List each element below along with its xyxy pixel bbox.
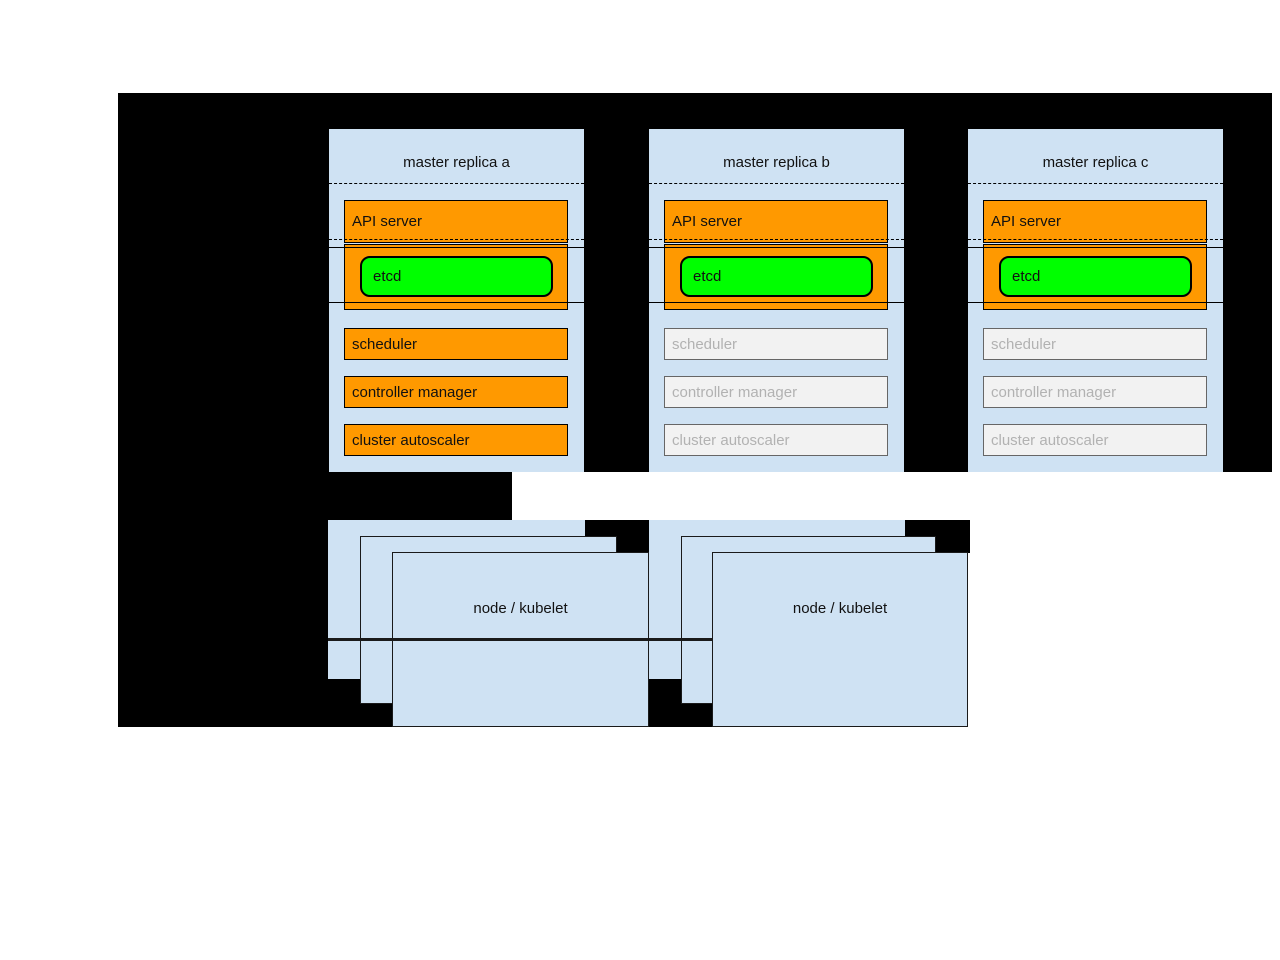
- node-kubelet-label: node / kubelet: [792, 600, 888, 617]
- node-divider-line: [328, 638, 713, 641]
- solid-divider: [329, 247, 584, 248]
- scheduler-box: scheduler: [344, 328, 568, 360]
- api-server-label: API server: [991, 213, 1062, 230]
- dashed-divider: [649, 183, 904, 184]
- solid-divider: [329, 302, 584, 303]
- cluster-autoscaler-label: cluster autoscaler: [672, 431, 790, 449]
- solid-divider: [968, 302, 1223, 303]
- dashed-divider: [968, 183, 1223, 184]
- master-replica-title: master replica b: [723, 154, 830, 171]
- api-server-label: API server: [352, 213, 423, 230]
- etcd-box: etcd: [680, 256, 873, 297]
- etcd-label: etcd: [1012, 268, 1041, 285]
- etcd-box: etcd: [999, 256, 1192, 297]
- dashed-divider: [329, 239, 584, 240]
- scheduler-box: scheduler: [983, 328, 1207, 360]
- api-server-box: API server: [664, 200, 888, 243]
- master-replica-b-panel: master replica b API server etcd schedul…: [649, 129, 904, 472]
- dashed-divider: [968, 239, 1223, 240]
- etcd-label: etcd: [373, 268, 402, 285]
- solid-divider: [968, 247, 1223, 248]
- cluster-autoscaler-label: cluster autoscaler: [991, 431, 1109, 449]
- dashed-divider: [329, 183, 584, 184]
- etcd-box: etcd: [360, 256, 553, 297]
- master-replica-title: master replica c: [1042, 154, 1149, 171]
- scheduler-label: scheduler: [352, 335, 418, 353]
- controller-manager-box: controller manager: [983, 376, 1207, 408]
- scheduler-box: scheduler: [664, 328, 888, 360]
- controller-manager-label: controller manager: [672, 383, 798, 401]
- api-server-label: API server: [672, 213, 743, 230]
- node-kubelet-label: node / kubelet: [473, 600, 568, 617]
- dashed-divider: [649, 239, 904, 240]
- controller-manager-label: controller manager: [352, 383, 478, 401]
- cluster-autoscaler-box: cluster autoscaler: [983, 424, 1207, 456]
- scheduler-label: scheduler: [991, 335, 1057, 353]
- controller-manager-box: controller manager: [344, 376, 568, 408]
- controller-manager-label: controller manager: [991, 383, 1117, 401]
- api-server-box: API server: [983, 200, 1207, 243]
- solid-divider: [649, 247, 904, 248]
- api-server-box: API server: [344, 200, 568, 243]
- node-stack-2-front-box: node / kubelet: [712, 552, 968, 727]
- master-replica-a-panel: master replica a API server etcd schedul…: [329, 129, 584, 472]
- master-replica-title: master replica a: [403, 154, 510, 171]
- cluster-autoscaler-box: cluster autoscaler: [664, 424, 888, 456]
- cluster-autoscaler-box: cluster autoscaler: [344, 424, 568, 456]
- cluster-autoscaler-label: cluster autoscaler: [352, 431, 470, 449]
- scheduler-label: scheduler: [672, 335, 738, 353]
- solid-divider: [649, 302, 904, 303]
- master-replica-c-panel: master replica c API server etcd schedul…: [968, 129, 1223, 472]
- controller-manager-box: controller manager: [664, 376, 888, 408]
- etcd-label: etcd: [693, 268, 722, 285]
